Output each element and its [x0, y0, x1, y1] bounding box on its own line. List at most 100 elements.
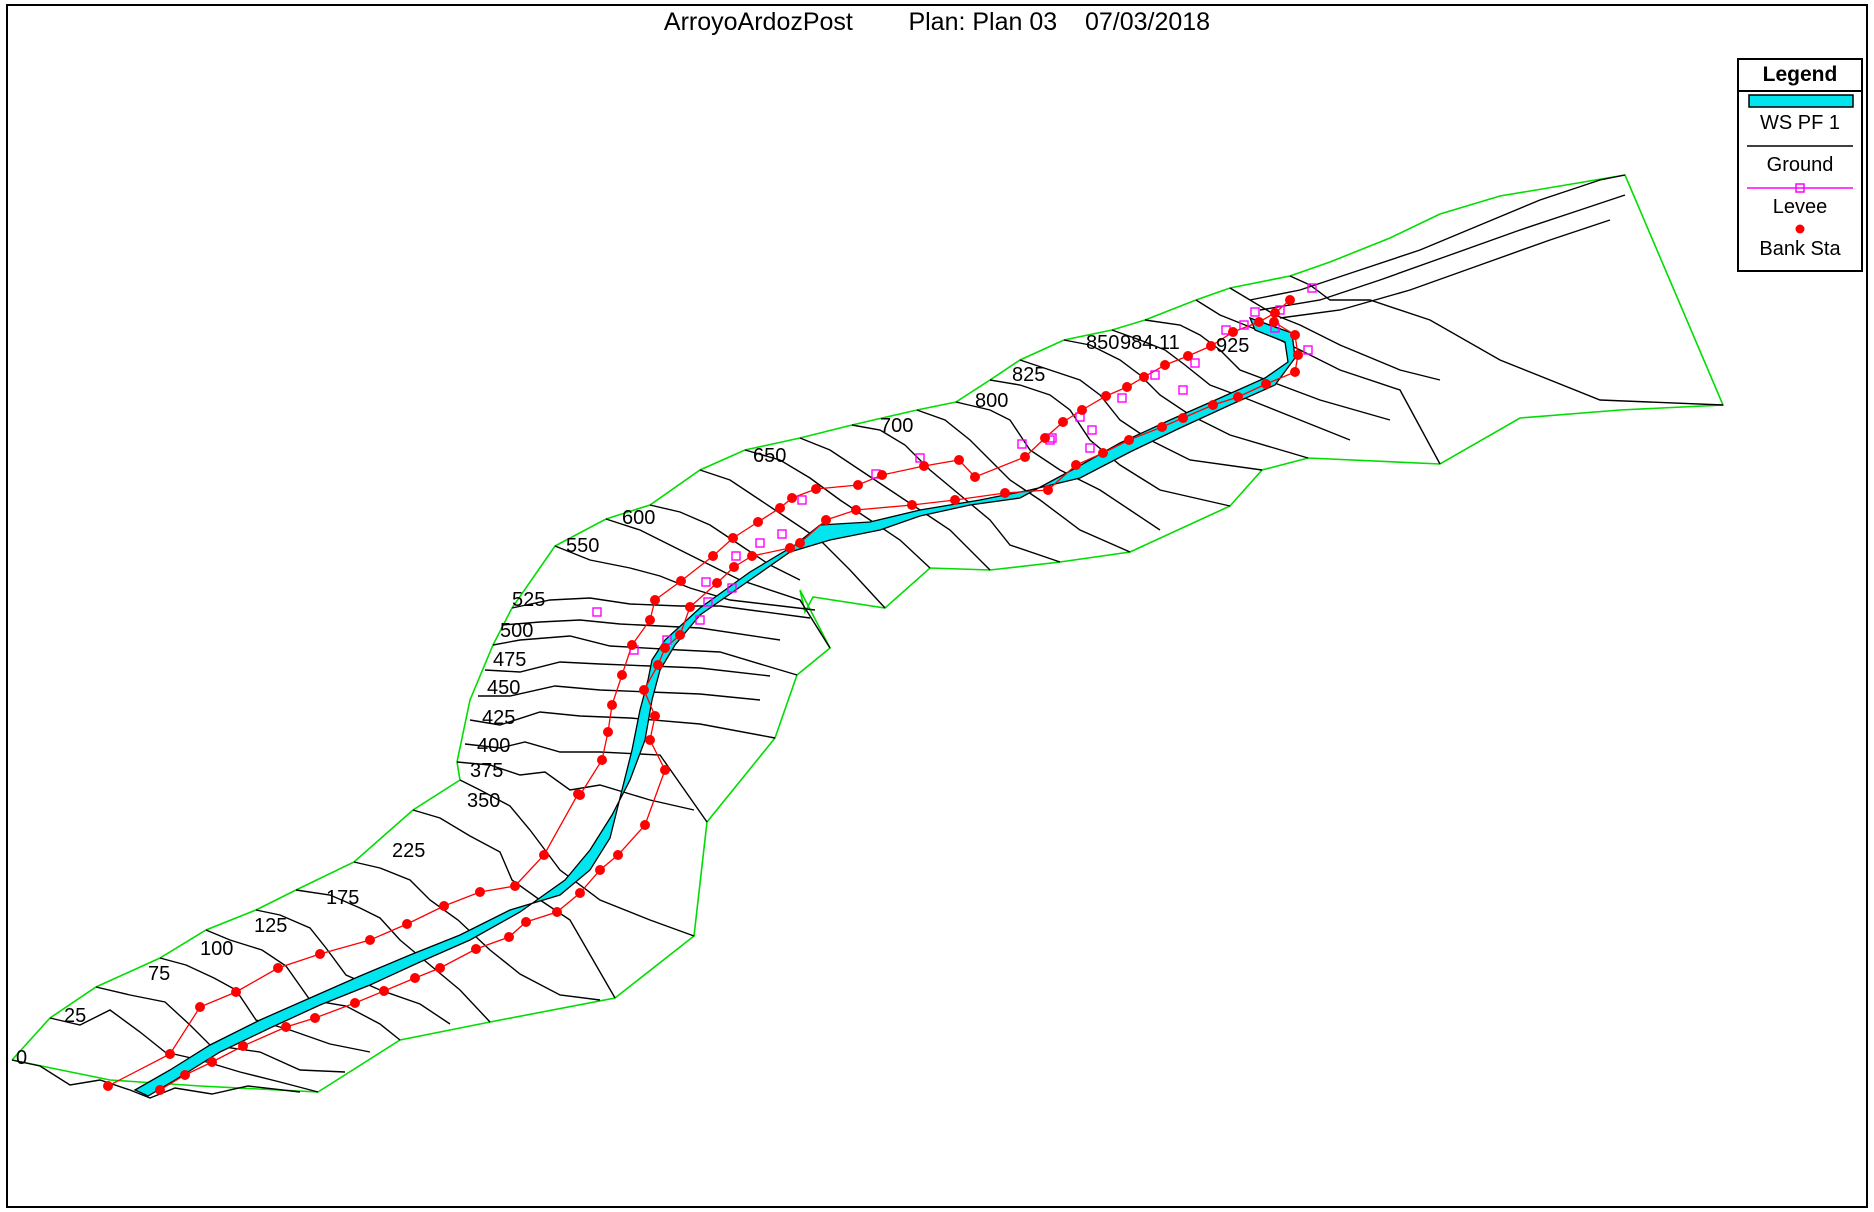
bank-sta-dot [1206, 341, 1216, 351]
ground-line [95, 986, 346, 1073]
ground-line [459, 779, 695, 937]
bank-sta-dot [1098, 448, 1108, 458]
ground-line [1289, 275, 1724, 406]
bank-sta-dot [504, 932, 514, 942]
ground-line [295, 889, 491, 1023]
ground-line [469, 711, 776, 739]
legend-label-ground: Ground [1766, 154, 1834, 176]
levee-marker [755, 538, 765, 548]
bank-sta-dot [1077, 405, 1087, 415]
station-label: 75 [148, 963, 170, 985]
reach-boundary [11, 174, 1725, 1093]
bank-station-markers [103, 295, 1303, 1095]
station-label: 350 [467, 790, 500, 812]
bank-sta-dot [603, 727, 613, 737]
bank-sta-dot [1178, 413, 1188, 423]
ground-line [1063, 339, 1309, 459]
bank-sta-dot [281, 1022, 291, 1032]
ground-line [649, 504, 801, 581]
ground-line [1144, 319, 1391, 421]
bank-sta-dot [653, 660, 663, 670]
ground-line [1195, 299, 1441, 465]
ground-line [916, 409, 1131, 553]
ground-line [1229, 287, 1441, 381]
bank-sta-dot [1290, 367, 1300, 377]
station-label: 600 [622, 507, 655, 529]
bank-sta-dot [650, 595, 660, 605]
plan-date: 07/03/2018 [1084, 8, 1211, 36]
station-label: 650 [753, 445, 786, 467]
bank-sta-dot [103, 1081, 113, 1091]
bank-sta-dot [195, 1002, 205, 1012]
bank-sta-dot [165, 1049, 175, 1059]
ground-line [989, 379, 1231, 507]
bank-sta-dot [1160, 360, 1170, 370]
bank-sta-dot [180, 1070, 190, 1080]
bank-sta-dot [1040, 433, 1050, 443]
legend-label-ws: WS PF 1 [1759, 112, 1840, 134]
bank-sta-dot [1233, 392, 1243, 402]
bank-sta-dot [1285, 295, 1295, 305]
station-label: 0 [16, 1047, 27, 1069]
project-name: ArroyoArdozPost [663, 8, 853, 36]
bank-sta-dot [821, 515, 831, 525]
ground-line [255, 909, 451, 1025]
ground-line [464, 741, 708, 823]
bank-sta-dot [1208, 400, 1218, 410]
station-label: 475 [493, 649, 526, 671]
ground-line [478, 685, 761, 701]
levee-marker [1178, 385, 1188, 395]
bank-sta-dot [675, 630, 685, 640]
ground-line [49, 1009, 319, 1093]
bank-sta-dot [1000, 488, 1010, 498]
ground-line [699, 469, 886, 609]
bank-sta-dot [775, 503, 785, 513]
bank-sta-dot [853, 480, 863, 490]
bank-sta-dot [645, 615, 655, 625]
legend: Legend WS PF 1 Ground Levee Bank Sta [1737, 58, 1863, 272]
levee-marker [1307, 283, 1317, 293]
levee-marker [797, 495, 807, 505]
legend-label-levee: Levee [1772, 196, 1828, 218]
bank-sta-dot [607, 700, 617, 710]
levee-marker [1303, 345, 1313, 355]
ground-line [1259, 194, 1626, 311]
bank-sta-dot [639, 685, 649, 695]
ground-line [955, 401, 1161, 531]
water-surface-polygon [133, 316, 1296, 1097]
bank-sta-dot [1261, 379, 1271, 389]
bank-sta-dot [613, 850, 623, 860]
bank-sta-dot [1058, 417, 1068, 427]
bank-sta-dot [729, 562, 739, 572]
ground-line [159, 957, 371, 1053]
levee-marker [915, 453, 925, 463]
bank-sta-dot [410, 973, 420, 983]
station-labels: 0257510012517522535037540042545047550052… [16, 332, 1249, 1069]
bank-sta-dot [238, 1041, 248, 1051]
bank-sta-dot [747, 551, 757, 561]
station-label: 225 [392, 840, 425, 862]
ground-line [554, 545, 816, 611]
legend-label-bank: Bank Sta [1759, 238, 1841, 260]
bank-sta-dot [350, 998, 360, 1008]
ground-line [353, 861, 601, 1001]
bank-sta-dot [919, 461, 929, 471]
bank-sta-dot [640, 820, 650, 830]
bank-sta-dot [650, 711, 660, 721]
bank-sta-dot [402, 919, 412, 929]
bank-sta-dot [155, 1085, 165, 1095]
bank-sta-dot [552, 907, 562, 917]
ground-line [484, 661, 771, 677]
bank-sta-dot [970, 472, 980, 482]
station-label: 525 [512, 589, 545, 611]
bank-sta-dot [439, 901, 449, 911]
station-label: 425 [482, 707, 515, 729]
station-label: 984.11 [1120, 332, 1180, 354]
bank-sta-dot [1101, 391, 1111, 401]
bank-sta-dot [1290, 330, 1300, 340]
levee-marker [1239, 320, 1249, 330]
bank-sta-dot [645, 735, 655, 745]
station-label: 400 [477, 735, 510, 757]
levee-marker [1150, 370, 1160, 380]
